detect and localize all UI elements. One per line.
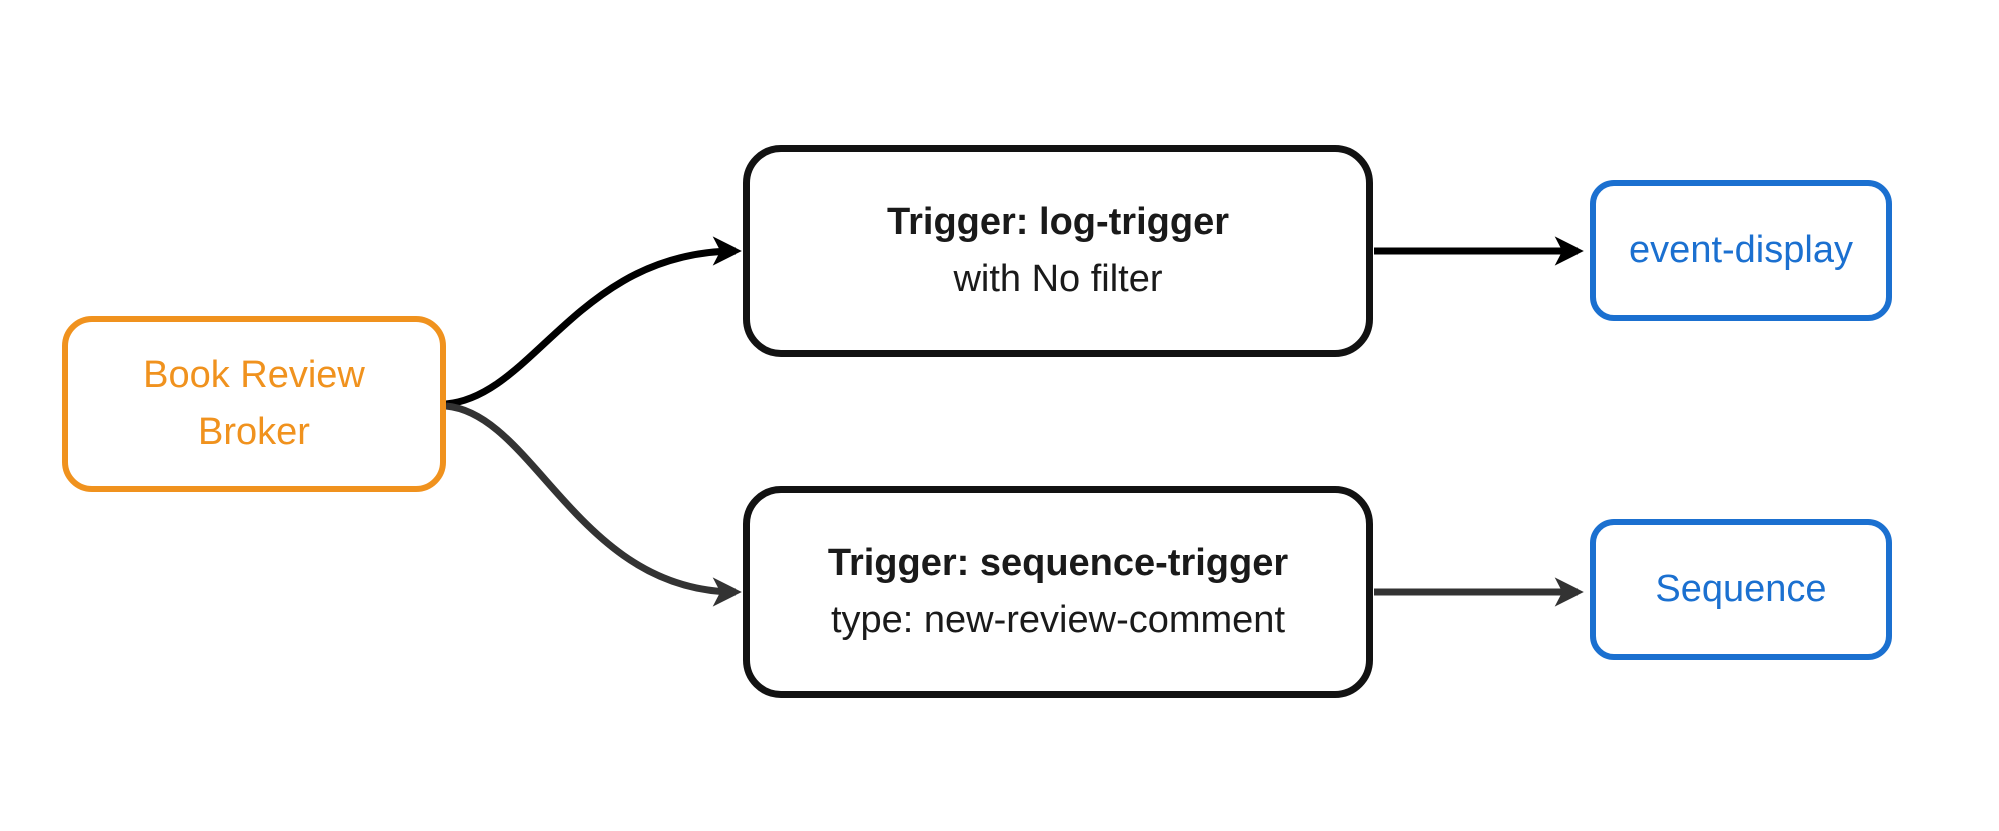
node-trigger-sequence-trigger-subtitle: type: new-review-comment — [830, 599, 1286, 641]
node-event-display-label: event-display — [1629, 229, 1853, 271]
node-sequence-label: Sequence — [1655, 568, 1827, 610]
edge-broker-to-sequence-trigger — [445, 402, 742, 607]
node-trigger-log-trigger-subtitle: with No filter — [953, 258, 1163, 300]
node-trigger-log-trigger: Trigger: log-trigger with No filter — [743, 145, 1373, 357]
edge-broker-to-log-trigger — [445, 236, 742, 408]
node-trigger-sequence-trigger: Trigger: sequence-trigger type: new-revi… — [743, 486, 1373, 698]
node-event-display: event-display — [1590, 180, 1892, 321]
node-trigger-log-trigger-title: Trigger: log-trigger — [887, 201, 1229, 243]
node-trigger-sequence-trigger-title: Trigger: sequence-trigger — [827, 542, 1289, 584]
node-book-review-broker: Book Review Broker — [62, 316, 446, 492]
node-sequence: Sequence — [1590, 519, 1892, 660]
node-book-review-broker-label-line1: Book Review — [143, 354, 365, 396]
node-book-review-broker-label-line2: Broker — [198, 411, 310, 453]
